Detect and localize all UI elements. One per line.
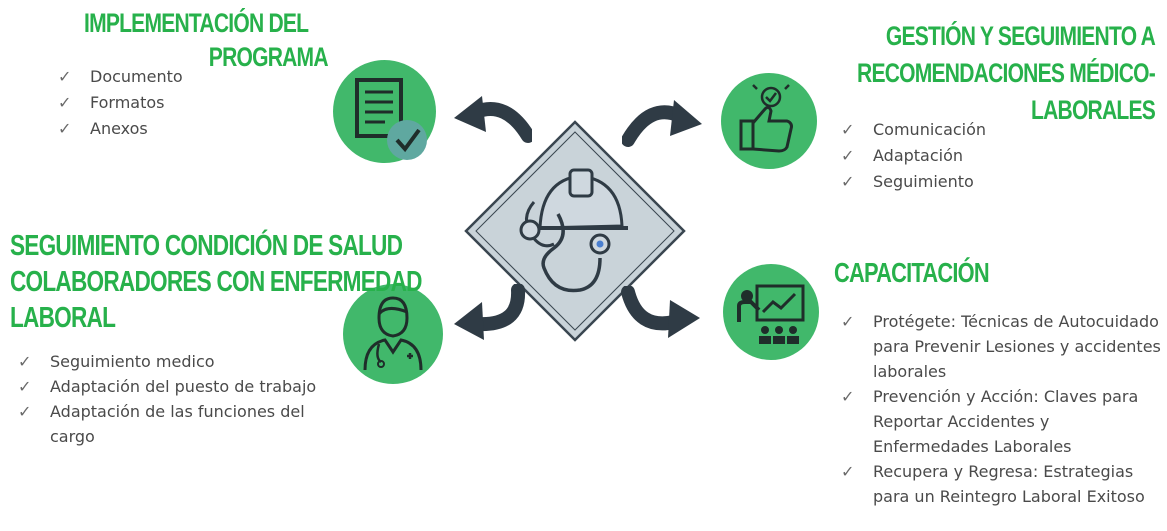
heading-capacitacion: CAPACITACIÓN [834,256,990,290]
check-icon: ✓ [841,172,855,191]
check-icon: ✓ [58,119,72,138]
heading-line: LABORAL [10,302,116,334]
heading-line: IMPLEMENTACIÓN DEL [84,8,309,38]
list-item-text: Prevención y Acción: Claves para Reporta… [873,387,1139,456]
checklist-implementacion: ✓ Documento ✓ Formatos ✓ Anexos [58,64,183,142]
arrow-to-gestion [622,100,702,147]
check-icon: ✓ [58,93,72,112]
list-item-text: Adaptación [873,146,964,165]
heading-line: GESTIÓN Y SEGUIMIENTO A [885,21,1156,51]
heading-line: RECOMENDACIONES MÉDICO- [857,58,1156,88]
list-item-text: Seguimiento [873,172,974,191]
heading-line: COLABORADORES CON ENFERMEDAD [10,266,422,298]
arrow-to-implementacion [454,96,532,143]
list-item: ✓ Adaptación del puesto de trabajo [18,374,338,399]
check-icon: ✓ [18,352,32,371]
check-icon: ✓ [841,387,855,406]
list-item: ✓ Documento [58,64,183,90]
checklist-seguimiento: ✓ Seguimiento medico ✓ Adaptación del pues… [18,349,338,449]
checklist-gestion: ✓ Comunicación ✓ Adaptación ✓ Seguimiento [841,117,986,195]
list-item: ✓ Anexos [58,116,183,142]
heading-implementacion: IMPLEMENTACIÓN DEL PROGRAMA [84,6,329,74]
list-item-text: Anexos [90,119,148,138]
list-item: ✓ Protégete: Técnicas de Autocuidado para… [841,309,1161,384]
list-item: ✓ Adaptación de las funciones del cargo [18,399,338,449]
list-item-text: Seguimiento medico [50,352,215,371]
heading-line: CAPACITACIÓN [834,257,990,288]
document-check-icon [333,60,436,163]
heading-line: SEGUIMIENTO CONDICIÓN DE SALUD [10,230,403,262]
presentation-icon [723,264,819,360]
check-icon: ✓ [18,377,32,396]
doctor-icon [343,284,443,384]
list-item-text: Comunicación [873,120,987,139]
list-item-text: Adaptación de las funciones del cargo [50,402,305,446]
list-item-text: Adaptación del puesto de trabajo [50,377,317,396]
list-item-text: Protégete: Técnicas de Autocuidado para … [873,312,1161,381]
thumbs-up-icon [721,73,817,169]
check-icon: ✓ [841,146,855,165]
list-item: ✓ Recupera y Regresa: Estrategias para un… [841,459,1161,509]
heading-gestion: GESTIÓN Y SEGUIMIENTO A RECOMENDACIONES … [857,18,1156,129]
list-item: ✓ Formatos [58,90,183,116]
list-item-text: Recupera y Regresa: Estrategias para un … [873,462,1145,506]
check-icon: ✓ [18,402,32,421]
check-icon: ✓ [841,120,855,139]
check-icon: ✓ [841,312,855,331]
checklist-capacitacion: ✓ Protégete: Técnicas de Autocuidado para… [841,309,1161,509]
list-item-text: Documento [90,67,183,86]
heading-line: LABORALES [1030,95,1156,125]
list-item: ✓ Prevención y Acción: Claves para Report… [841,384,1161,459]
arrow-to-seguimiento [454,284,526,340]
list-item: ✓ Comunicación [841,117,986,143]
check-icon: ✓ [841,462,855,481]
list-item-text: Formatos [90,93,165,112]
list-item: ✓ Seguimiento [841,169,986,195]
list-item: ✓ Seguimiento medico [18,349,338,374]
heading-seguimiento: SEGUIMIENTO CONDICIÓN DE SALUD COLABORAD… [10,228,422,336]
list-item: ✓ Adaptación [841,143,986,169]
heading-line: PROGRAMA [208,42,329,72]
check-icon: ✓ [58,67,72,86]
arrow-to-capacitacion [621,286,700,338]
